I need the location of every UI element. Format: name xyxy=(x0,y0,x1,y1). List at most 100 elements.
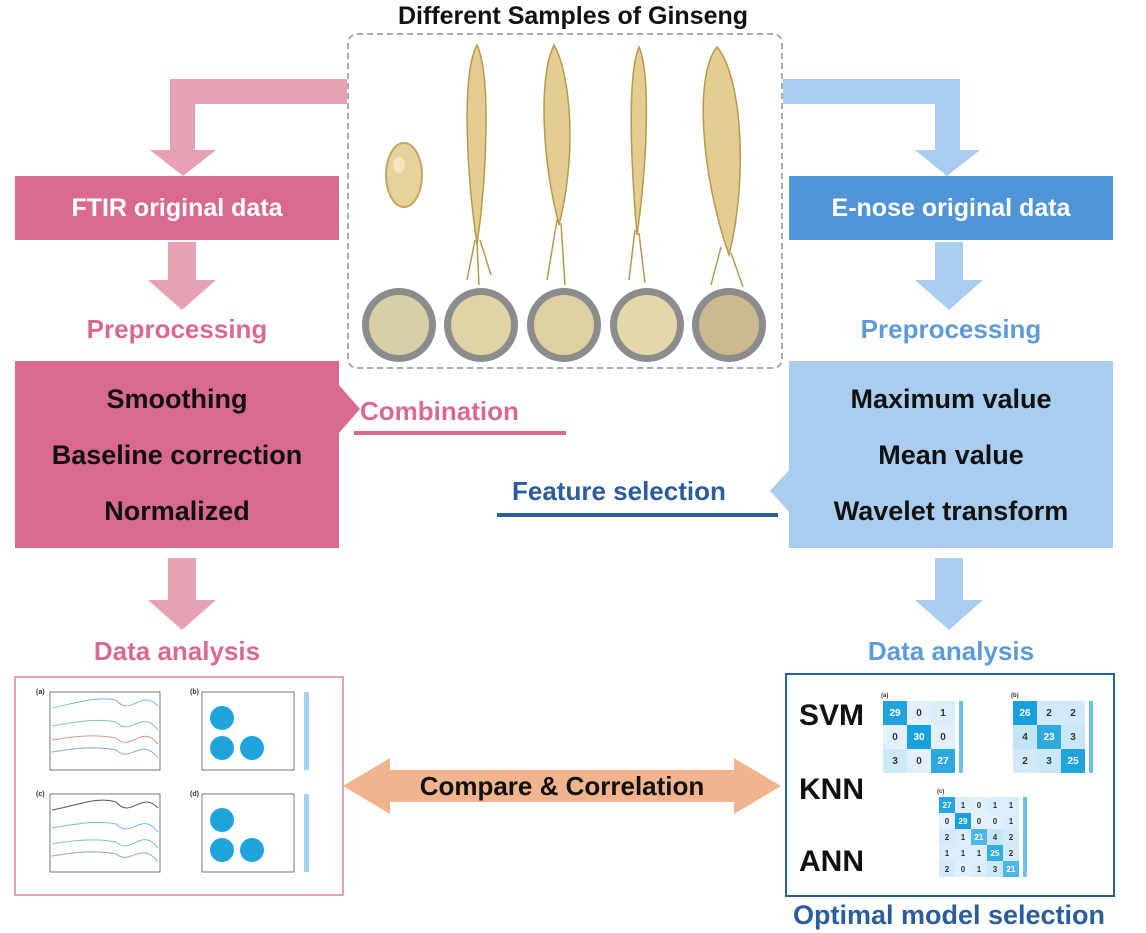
optimal-model-selection-label: Optimal model selection xyxy=(792,900,1106,930)
matrix-cell xyxy=(1037,701,1061,725)
ftir-results-figure: (a) (b) (c) (d) xyxy=(36,689,309,873)
matrix-cell-value: 2 xyxy=(1009,833,1014,842)
right-arrow-to-analysis xyxy=(915,558,983,630)
combination-pointer xyxy=(338,384,360,434)
combination-label: Combination xyxy=(360,396,519,426)
left-arrow-to-analysis xyxy=(148,558,216,630)
matrix-cell-value: 1 xyxy=(977,849,982,858)
matrix-cell xyxy=(955,845,971,861)
matrix-cell xyxy=(971,845,987,861)
matrix-cell-value: 30 xyxy=(913,732,925,743)
ftir-original-data-box: FTIR original data xyxy=(15,176,339,240)
ginseng-slice-icon xyxy=(385,142,423,208)
ftir-subplot: (c) xyxy=(36,791,161,873)
matrix-cell xyxy=(1037,725,1061,749)
matrix-cell-value: 2 xyxy=(1046,708,1052,719)
matrix-cell xyxy=(907,701,931,725)
ftir-step: Baseline correction xyxy=(51,439,303,470)
matrix-cell-value: 4 xyxy=(1022,732,1028,743)
matrix-cell-value: 27 xyxy=(937,756,949,767)
matrix-cell-value: 0 xyxy=(945,817,950,826)
matrix-cell xyxy=(907,725,931,749)
matrix-cell xyxy=(987,829,1003,845)
ftir-subplot: (b) xyxy=(190,689,309,771)
sample-dish-icon xyxy=(444,288,518,362)
matrix-cell-value: 0 xyxy=(977,817,982,826)
matrix-cell-value: 1 xyxy=(1009,817,1014,826)
matrix-cell xyxy=(971,829,987,845)
matrix-colorbar xyxy=(1089,701,1093,773)
matrix-cell-value: 1 xyxy=(993,801,998,810)
matrix-cell-value: 29 xyxy=(959,817,968,826)
matrix-cell-value: 23 xyxy=(1043,732,1055,743)
matrix-cell xyxy=(1061,725,1085,749)
matrix-cell xyxy=(955,813,971,829)
matrix-cell-value: 1 xyxy=(977,865,982,874)
matrix-cell-value: 4 xyxy=(993,833,998,842)
matrix-cell-value: 0 xyxy=(977,801,982,810)
subplot-label: (c) xyxy=(36,791,45,798)
matrix-cell xyxy=(939,797,955,813)
compare-double-arrow xyxy=(343,758,781,814)
feature-selection-label: Feature selection xyxy=(512,476,726,506)
matrix-cell xyxy=(1003,813,1019,829)
matrix-cell xyxy=(1013,701,1037,725)
matrix-cell xyxy=(987,813,1003,829)
matrix-cell-value: 25 xyxy=(991,849,1000,858)
matrix-cell-value: 2 xyxy=(1070,708,1076,719)
matrix-cell-value: 21 xyxy=(975,833,984,842)
matrix-colorbar xyxy=(1023,797,1027,877)
matrix-cell xyxy=(1003,797,1019,813)
compare-correlation-label: Compare & Correlation xyxy=(419,771,705,801)
matrix-cell xyxy=(955,861,971,877)
subplot-label: (a) xyxy=(36,689,45,696)
ginseng-samples-panel xyxy=(347,33,783,369)
ginseng-root-icon xyxy=(466,43,492,286)
matrix-cell-value: 1 xyxy=(1009,801,1014,810)
ginseng-root-icon xyxy=(543,43,571,286)
matrix-cell xyxy=(939,813,955,829)
enose-step: Mean value xyxy=(878,439,1024,470)
matrix-cell-value: 0 xyxy=(940,732,946,743)
matrix-cell xyxy=(971,861,987,877)
matrix-cell-value: 29 xyxy=(889,708,901,719)
model-label-knn: KNN xyxy=(799,773,864,806)
matrix-cell-value: 0 xyxy=(892,732,898,743)
matrix-cell xyxy=(1003,829,1019,845)
matrix-cell xyxy=(1003,861,1019,877)
ftir-preprocessing-label: Preprocessing xyxy=(86,314,268,344)
matrix-cell xyxy=(939,861,955,877)
matrix-cell-value: 3 xyxy=(1070,732,1076,743)
sample-dish-icon xyxy=(362,288,436,362)
matrix-label: (b) xyxy=(1011,693,1019,699)
ftir-results-panel: (a) (b) (c) (d) xyxy=(14,676,344,896)
sample-dish-icon xyxy=(527,288,601,362)
matrix-cell xyxy=(939,829,955,845)
sample-dishes xyxy=(362,288,766,362)
matrix-cell-value: 0 xyxy=(916,708,922,719)
ftir-subplot: (a) xyxy=(36,689,161,771)
matrix-cell-value: 26 xyxy=(1019,708,1031,719)
subplot-label: (d) xyxy=(190,791,199,798)
sample-dish-icon xyxy=(610,288,684,362)
enose-data-analysis-label: Data analysis xyxy=(867,636,1035,666)
right-top-arrow xyxy=(778,79,980,176)
matrix-cell-value: 1 xyxy=(945,849,950,858)
feature-selection-pointer xyxy=(770,467,792,515)
matrix-cell xyxy=(987,845,1003,861)
matrix-cell xyxy=(971,813,987,829)
model-label-svm: SVM xyxy=(799,699,865,732)
left-arrow-to-preprocessing xyxy=(148,242,216,310)
combination-underline xyxy=(354,431,566,435)
matrix-cell-value: 27 xyxy=(943,801,952,810)
matrix-cell xyxy=(987,797,1003,813)
matrix-cell-value: 1 xyxy=(961,801,966,810)
matrix-cell xyxy=(907,749,931,773)
matrix-cell xyxy=(1061,749,1085,773)
enose-preprocessing-steps: Maximum value Mean value Wavelet transfo… xyxy=(789,361,1113,548)
matrix-cell xyxy=(939,845,955,861)
ftir-step: Smoothing xyxy=(106,383,248,414)
